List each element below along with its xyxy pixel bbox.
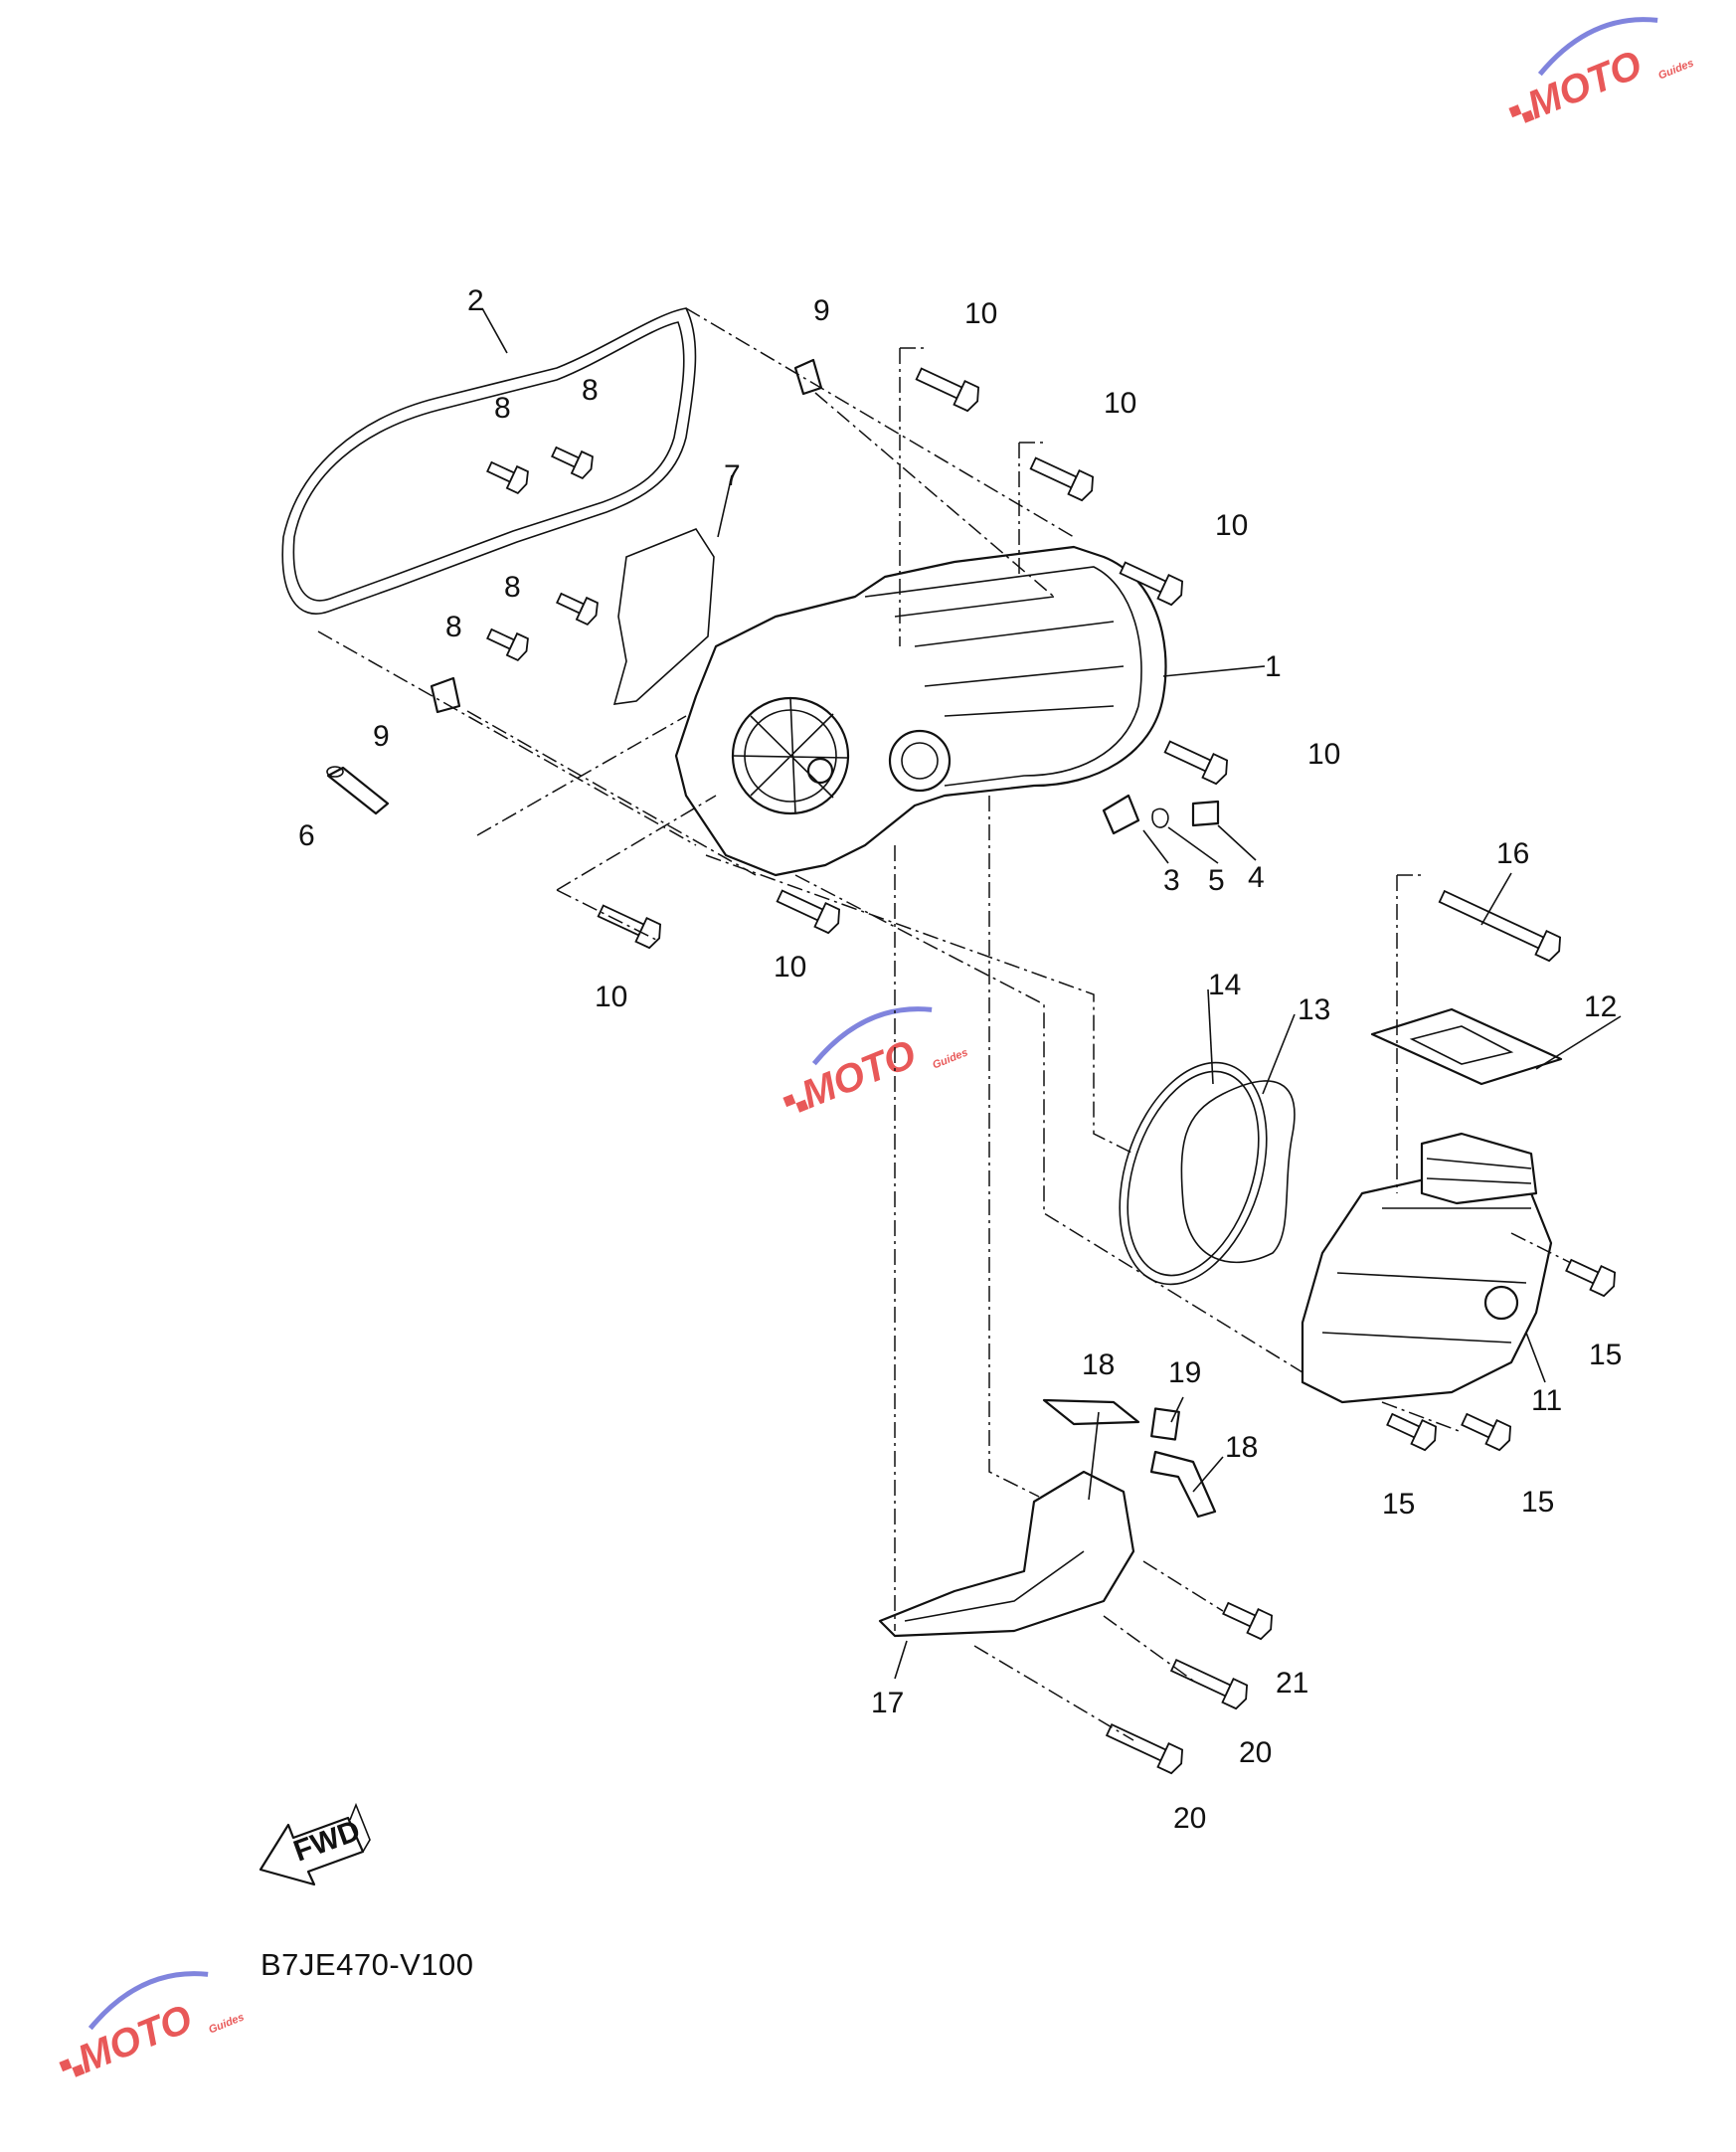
svg-text:MOTO: MOTO [795,1032,922,1117]
callout-9b: 9 [373,720,390,753]
part-dowel-6 [326,766,390,815]
bolt-icons [486,367,1617,1775]
callout-13: 13 [1298,993,1330,1026]
part-crankcase-cover-1 [674,545,1167,877]
callout-18a: 18 [1082,1348,1115,1381]
callout-10c: 10 [1215,509,1248,542]
callout-10a: 10 [964,297,997,330]
watermark-guides-text: Guides [1656,57,1695,82]
callout-10b: 10 [1104,387,1136,420]
watermark-logo-center: MOTO Guides [782,1006,969,1117]
part-seal-14 [1119,1061,1268,1286]
callout-8b: 8 [582,374,599,407]
part-gasket-13 [1180,1080,1296,1264]
callout-8a: 8 [494,392,511,425]
part-plug-3 [1102,794,1140,835]
part-boot-12 [1370,1007,1563,1086]
callout-15a: 15 [1589,1339,1622,1371]
part-ring-5 [1151,807,1169,828]
callout-10e: 10 [595,981,627,1013]
part-clip-19 [1150,1407,1180,1441]
part-gasket-2 [281,307,697,615]
svg-text:Guides: Guides [207,2011,246,2036]
part-bracket-17 [878,1470,1135,1638]
watermark-moto-text: MOTO [1521,43,1648,127]
callout-8c: 8 [504,571,521,604]
part-plate-4 [1191,800,1220,827]
callout-labels: 1 2 3 4 5 6 7 8 8 8 8 9 9 10 10 10 10 10… [298,284,1622,1835]
diagram-code: B7JE470-V100 [260,1947,474,1982]
callout-4: 4 [1248,861,1265,894]
callout-1: 1 [1265,650,1282,683]
part-gasket-7 [612,528,715,705]
callout-18b: 18 [1225,1431,1258,1464]
callout-17: 17 [871,1687,904,1719]
callout-15b: 15 [1382,1488,1415,1521]
fwd-arrow-icon: FWD [259,1802,371,1886]
callout-15c: 15 [1521,1486,1554,1519]
watermark-logo-bottom-left: MOTO Guides [59,1971,246,2081]
assembly-lines [317,307,1572,1741]
callout-8d: 8 [445,611,462,643]
part-dowel-9a [793,358,823,396]
watermark-logo-top-right: MOTO Guides [1508,17,1695,127]
part-clip-18b [1149,1450,1217,1519]
callout-7: 7 [724,459,741,492]
part-outer-cover-11 [1301,1171,1553,1404]
callout-11: 11 [1531,1384,1562,1417]
callout-21: 21 [1276,1667,1308,1700]
callout-12: 12 [1584,990,1617,1023]
callout-10d: 10 [1307,738,1340,771]
callout-3: 3 [1163,864,1180,897]
callout-20a: 20 [1239,1736,1272,1769]
callout-6: 6 [298,819,315,852]
callout-5: 5 [1208,864,1225,897]
callout-2: 2 [467,284,484,317]
part-dowel-9b [430,676,461,714]
svg-text:MOTO: MOTO [72,1997,198,2081]
callout-14: 14 [1208,969,1241,1001]
leader-lines [481,307,1622,1680]
svg-text:Guides: Guides [931,1046,969,1071]
callout-20b: 20 [1173,1802,1206,1835]
callout-16: 16 [1496,837,1529,870]
callout-19: 19 [1168,1356,1201,1389]
part-clip-18a [1042,1398,1140,1426]
callout-10f: 10 [774,951,806,984]
callout-9a: 9 [813,294,830,327]
